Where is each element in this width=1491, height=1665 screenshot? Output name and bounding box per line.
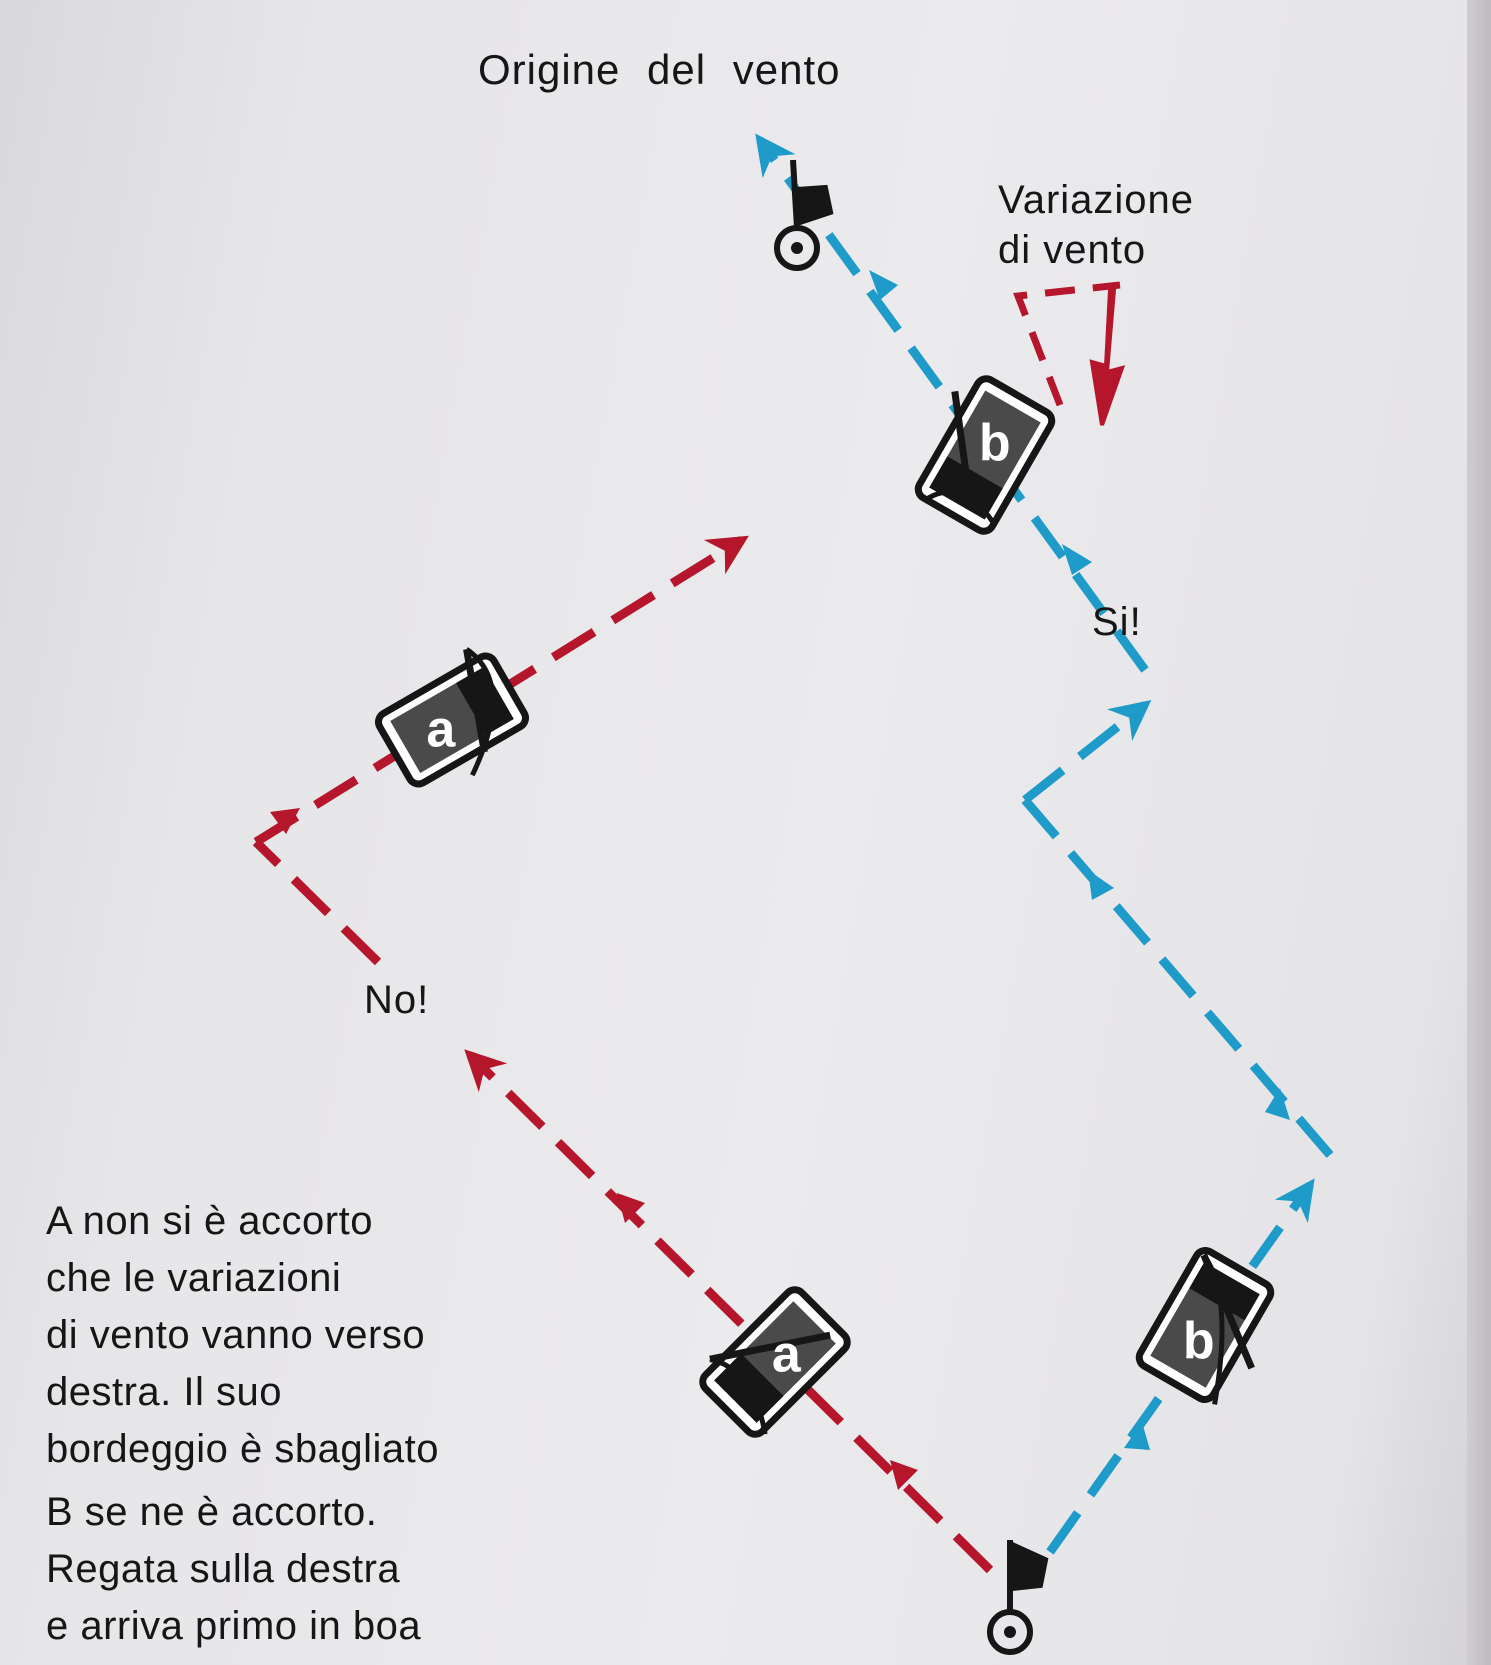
windward-mark-icon (774, 159, 834, 271)
caption-line: bordeggio è sbagliato (46, 1427, 440, 1471)
wind-variation-line-2: di vento (998, 228, 1147, 272)
caption-line: Regata sulla destra (46, 1547, 401, 1591)
boat-a-icon-upper: a (375, 647, 529, 788)
caption-line: A non si è accorto (46, 1199, 373, 1243)
boat-a-letter-lower: a (772, 1326, 802, 1384)
boat-b-leg-3 (1022, 699, 1152, 804)
boat-b-icon-lower: b (1135, 1247, 1275, 1405)
boat-a-course-arrows (270, 808, 918, 1490)
caption-line: di vento vanno verso (46, 1313, 426, 1357)
boat-a-leg-1 (464, 1049, 994, 1574)
wind-origin-label: Origine del vento (478, 46, 841, 93)
wind-shift-arrow-icon (1013, 281, 1126, 426)
caption-line: che le variazioni (46, 1256, 342, 1300)
caption-line: B se ne è accorto. (46, 1490, 378, 1534)
boat-b-leg-4 (755, 133, 1149, 673)
boat-a-letter-upper: a (426, 701, 456, 759)
boat-b-icon-upper: b (914, 375, 1056, 535)
caption-boat-b: B se ne è accorto. Regata sulla destra e… (46, 1484, 666, 1655)
boat-b-course-arrows (869, 270, 1290, 1450)
caption: A non si è accorto che le variazioni di … (46, 1193, 666, 1655)
boat-a-icon-lower: a (699, 1286, 851, 1438)
caption-line: e arriva primo in boa (46, 1604, 422, 1648)
boat-b-letter-upper: b (979, 414, 1011, 472)
caption-boat-a: A non si è accorto che le variazioni di … (46, 1193, 666, 1478)
page-edge (1467, 0, 1491, 1665)
boat-b-letter-lower: b (1183, 1312, 1215, 1370)
start-mark-icon (987, 1540, 1049, 1655)
boat-a-leg-2 (252, 838, 382, 966)
wrong-label: No! (364, 978, 430, 1022)
wind-variation-line-1: Variazione (998, 178, 1195, 222)
correct-label: Si! (1092, 600, 1142, 644)
wind-variation-label: Variazione di vento (998, 175, 1194, 275)
caption-line: destra. Il suo (46, 1370, 283, 1414)
